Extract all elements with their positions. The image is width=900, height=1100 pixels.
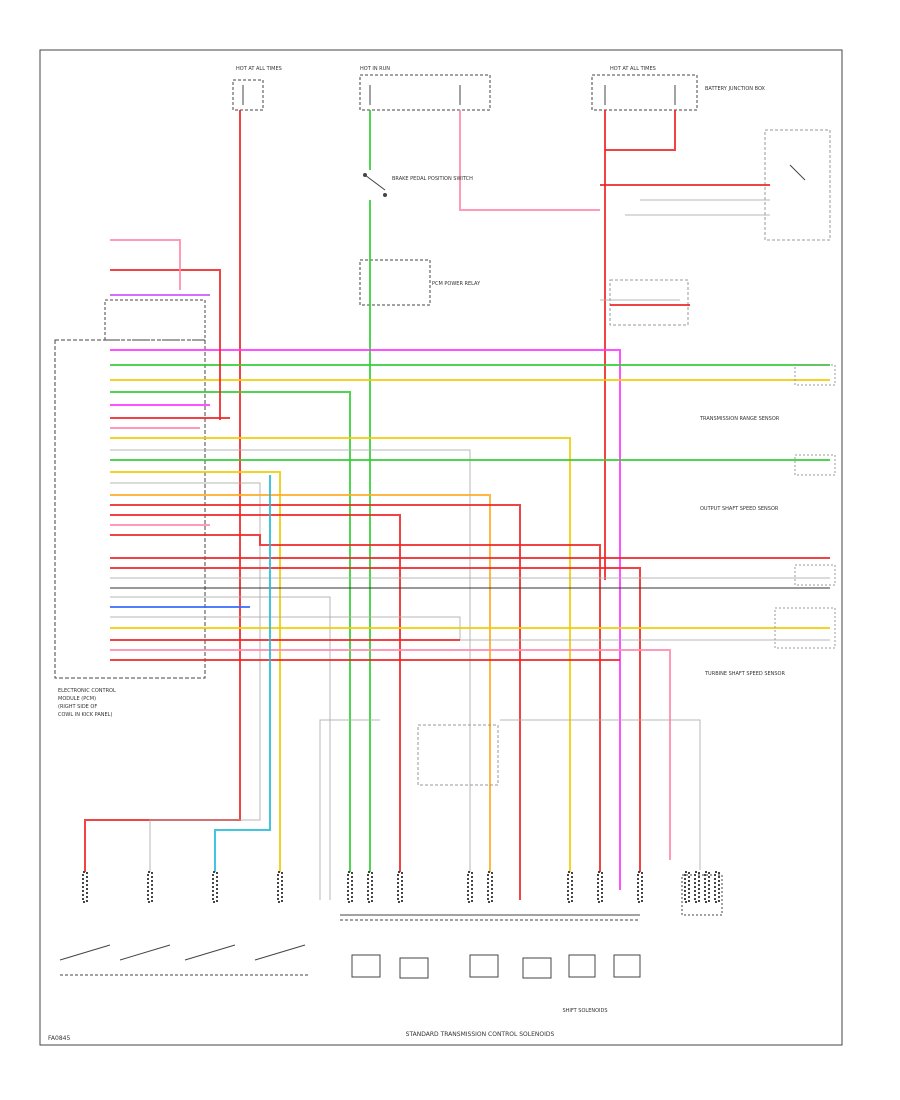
- wire-gray-20: [110, 482, 261, 900]
- label-brake-pedal-switch: BRAKE PEDAL POSITION SWITCH: [392, 176, 473, 182]
- connector-pin-12: [684, 871, 690, 903]
- wires: [82, 110, 830, 903]
- connector-pin-13: [694, 871, 700, 903]
- pcm-label-line-2: MODULE (PCM): [58, 696, 96, 702]
- junction-connector-right: [609, 279, 689, 326]
- wire-red-22: [110, 504, 521, 900]
- wire-red-5: [605, 110, 676, 151]
- bottom-right-connector: [681, 874, 723, 916]
- wire-orange-21: [110, 494, 491, 900]
- diagram-title: STANDARD TRANSMISSION CONTROL SOLENOIDS: [406, 1031, 555, 1038]
- pcm-label-line-4: COWL IN KICK PANEL): [58, 712, 112, 718]
- right-sensor-box-3: [794, 564, 836, 586]
- diagram-border: [39, 49, 843, 1046]
- wire-yellow-19: [110, 471, 281, 900]
- wire-green-12: [110, 391, 351, 900]
- tr-sensor-box: [417, 724, 499, 786]
- connector-pin-0: [82, 871, 88, 903]
- connector-pin-9: [567, 871, 573, 903]
- solenoid-5: [568, 954, 596, 978]
- wire-pink-40: [110, 239, 181, 290]
- solenoid-1: [351, 954, 381, 978]
- label-shift-solenoids: SHIFT SOLENOIDS: [562, 1008, 607, 1014]
- fuse-box-right: [591, 74, 698, 111]
- label-hot-in-run: HOT IN RUN: [360, 66, 390, 72]
- wire-gray-30: [110, 596, 331, 900]
- fuse-box-left: [232, 79, 264, 111]
- connector-pin-1: [147, 871, 153, 903]
- connector-pin-5: [367, 871, 373, 903]
- connector-pin-2: [212, 871, 218, 903]
- brake-pedal-switch: [363, 173, 387, 197]
- wire-cyan-37: [214, 475, 271, 900]
- connector-pin-8: [487, 871, 493, 903]
- connector-pin-11: [637, 871, 643, 903]
- solenoid-2: [399, 957, 429, 979]
- label-hot-at-all-times-2: HOT AT ALL TIMES: [610, 66, 656, 72]
- connector-pin-7: [467, 871, 473, 903]
- label-hot-at-all-times-1: HOT AT ALL TIMES: [236, 66, 282, 72]
- pcm-power-relay: [359, 259, 431, 306]
- label-battery-junction-box: BATTERY JUNCTION BOX: [705, 86, 766, 92]
- connector-pin-14: [704, 871, 710, 903]
- wire-pink-35: [110, 649, 671, 860]
- label-transmission-range-sensor: TRANSMISSION RANGE SENSOR: [699, 416, 780, 422]
- right-switch-box: [774, 607, 836, 649]
- wire-yellow-16: [110, 437, 571, 900]
- pcm-label-line-3: (RIGHT SIDE OF: [58, 704, 97, 710]
- wire-red-27: [110, 567, 641, 900]
- transmission-connector: [340, 914, 640, 921]
- solenoid-6: [613, 954, 641, 978]
- label-pcm-power-relay: PCM POWER RELAY: [432, 281, 481, 287]
- wire-pink-3: [459, 110, 600, 211]
- wire-magenta-9: [110, 349, 621, 890]
- pcm-label-line-1: ELECTRONIC CONTROL: [58, 688, 116, 694]
- connector-pin-10: [597, 871, 603, 903]
- solenoid-4: [522, 957, 552, 979]
- connector-pin-4: [347, 871, 353, 903]
- wire-gray-17: [110, 449, 471, 900]
- pcm-top-connector: [104, 299, 206, 341]
- wire-red-23: [110, 514, 401, 900]
- speed-sensor-group: [59, 944, 310, 976]
- connector-pin-15: [714, 871, 720, 903]
- solenoid-3: [469, 954, 499, 978]
- wire-red-39: [110, 269, 221, 420]
- right-sensor-box-1: [794, 364, 836, 386]
- wire-gray-44: [500, 719, 701, 870]
- right-relay: [764, 129, 831, 241]
- fuse-box-center: [359, 74, 491, 111]
- connector-pin-3: [277, 871, 283, 903]
- right-sensor-box-2: [794, 454, 836, 476]
- wire-gray-43: [319, 719, 380, 900]
- connector-pin-6: [397, 871, 403, 903]
- label-output-shaft-speed-sensor: OUTPUT SHAFT SPEED SENSOR: [700, 506, 779, 512]
- diagram-code: FA0845: [48, 1035, 70, 1042]
- label-turbine-shaft-speed-sensor: TURBINE SHAFT SPEED SENSOR: [704, 671, 785, 677]
